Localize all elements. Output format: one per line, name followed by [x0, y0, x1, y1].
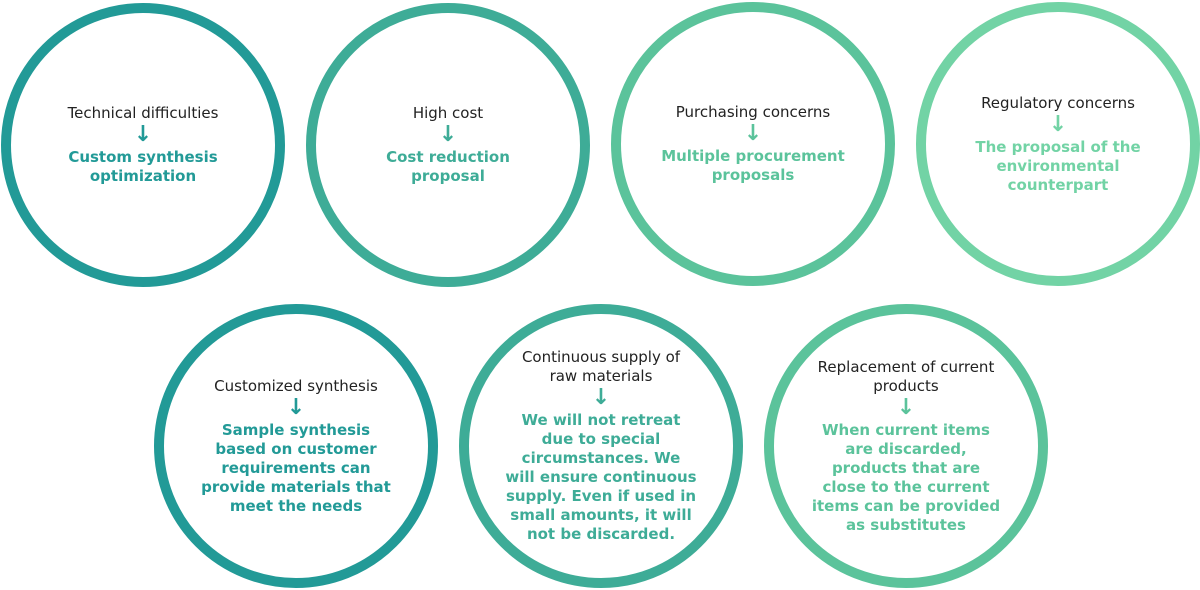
circle-description: Sample synthesis based on customer requi…: [201, 420, 391, 515]
circle-high-cost: High cost ↓ Cost reduction proposal: [306, 3, 590, 287]
circle-title: Replacement of current products: [817, 357, 995, 395]
arrow-down-icon: ↓: [896, 394, 916, 420]
circle-title: Regulatory concerns: [981, 93, 1135, 112]
circle-regulatory-concerns: Regulatory concerns ↓ The proposal of th…: [916, 2, 1200, 286]
circle-description: We will not retreat due to special circu…: [505, 411, 697, 543]
circle-description: Cost reduction proposal: [386, 148, 510, 185]
arrow-down-icon: ↓: [133, 122, 153, 147]
circle-continuous-supply: Continuous supply of raw materials ↓ We …: [459, 304, 743, 588]
circle-title: High cost: [412, 104, 484, 122]
circle-description: The proposal of the environmental counte…: [975, 137, 1141, 194]
circle-replacement-products: Replacement of current products ↓ When c…: [764, 304, 1048, 588]
circle-title: Continuous supply of raw materials: [521, 348, 681, 385]
arrow-down-icon: ↓: [1048, 111, 1068, 137]
circle-purchasing-concerns: Purchasing concerns ↓ Multiple procureme…: [611, 2, 895, 286]
arrow-down-icon: ↓: [743, 121, 763, 146]
circle-technical-difficulties: Technical difficulties ↓ Custom synthesi…: [1, 3, 285, 287]
arrow-down-icon: ↓: [591, 385, 611, 410]
circle-title: Technical difficulties: [67, 104, 219, 122]
circle-title: Customized synthesis: [214, 376, 378, 395]
arrow-down-icon: ↓: [438, 122, 458, 147]
circle-title: Purchasing concerns: [675, 103, 831, 121]
circle-description: Custom synthesis optimization: [68, 148, 218, 185]
circle-description: When current items are discarded, produc…: [811, 420, 1001, 534]
arrow-down-icon: ↓: [286, 394, 306, 420]
circle-customized-synthesis: Customized synthesis ↓ Sample synthesis …: [154, 304, 438, 588]
circle-description: Multiple procurement proposals: [661, 147, 845, 184]
